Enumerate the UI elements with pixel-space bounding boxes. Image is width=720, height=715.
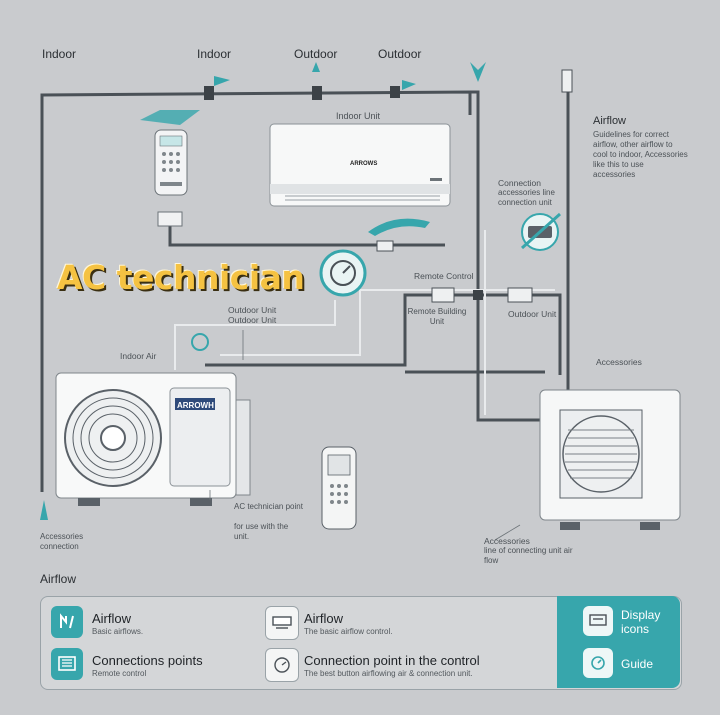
top-label-indoor-2: Indoor bbox=[197, 47, 232, 61]
fitting bbox=[204, 86, 214, 100]
airflow-right-desc: Guidelines for correct airflow, other ai… bbox=[593, 130, 688, 179]
indoor-unit-brand: ARROWS bbox=[350, 161, 378, 167]
pipes-light bbox=[174, 230, 555, 415]
wall-socket bbox=[157, 211, 183, 227]
accessories-label: Accessories bbox=[596, 357, 642, 367]
indoor-unit-label: Indoor Unit bbox=[336, 111, 381, 121]
ac-technician-point-desc: for use with the unit. bbox=[234, 522, 289, 541]
fitting bbox=[473, 290, 483, 300]
remote-bottom bbox=[321, 446, 357, 530]
diagram-title: AC technician bbox=[57, 258, 305, 297]
fitting bbox=[376, 240, 394, 252]
legend-item-airflow-title: Airflow bbox=[92, 611, 132, 626]
small-ring bbox=[191, 333, 209, 351]
airflow-legend-icon bbox=[51, 606, 83, 638]
legend-item-connection-control-title: Connection point in the control bbox=[304, 653, 480, 668]
outdoor-unit-mid-label: Outdoor Unit bbox=[508, 309, 557, 319]
legend-side-display-icons: Display icons bbox=[621, 608, 661, 636]
outdoor-unit-left bbox=[55, 372, 251, 506]
top-label-indoor-1: Indoor bbox=[42, 47, 77, 61]
outdoor-unit-right bbox=[539, 389, 681, 530]
fitting bbox=[312, 86, 322, 100]
connection-badge bbox=[520, 212, 562, 251]
guide-icon bbox=[583, 648, 613, 678]
teal-swoosh bbox=[368, 218, 430, 236]
ac-technician-point-label: AC technician point bbox=[234, 502, 303, 511]
fitting bbox=[390, 86, 400, 98]
connection-desc: accessories line connection unit bbox=[498, 188, 555, 207]
airflow-right-label: Airflow bbox=[593, 115, 627, 127]
legend-item-airflow-2-title: Airflow bbox=[304, 611, 344, 626]
legend-item-airflow-sub: Basic airflows. bbox=[92, 627, 144, 636]
top-label-outdoor-2: Outdoor bbox=[378, 47, 422, 61]
accessories-right-desc: line of connecting unit air flow bbox=[484, 546, 573, 565]
remote-control-label: Remote Control bbox=[414, 271, 474, 281]
remote-top bbox=[140, 110, 200, 196]
pipe-right-loop bbox=[470, 90, 545, 422]
pipe-mid-horizontal bbox=[205, 293, 562, 375]
legend-side-guide: Guide bbox=[621, 657, 654, 671]
fitting bbox=[431, 287, 455, 303]
remote-building-unit-label: Remote Building Unit bbox=[407, 307, 467, 326]
outdoor-unit-desc: Outdoor Unit bbox=[228, 315, 277, 325]
connection-points-legend-icon bbox=[51, 648, 83, 680]
fitting bbox=[561, 69, 573, 93]
connection-label: Connection bbox=[498, 178, 542, 188]
pipe-left-loop bbox=[40, 90, 472, 492]
indoor-unit bbox=[269, 123, 451, 207]
legend-item-connection-control-sub: The best button airflowing air & connect… bbox=[304, 669, 473, 678]
display-icon bbox=[583, 606, 613, 636]
pipes bbox=[40, 80, 570, 492]
connection-control-legend-icon bbox=[265, 648, 299, 682]
airflow-unit-legend-icon bbox=[265, 606, 299, 640]
outdoor-unit-label: Outdoor Unit bbox=[228, 305, 277, 315]
top-label-outdoor-1: Outdoor bbox=[294, 47, 338, 61]
outdoor-unit-brand: ARROWH bbox=[177, 401, 214, 410]
airflow-arrows-top bbox=[40, 62, 486, 520]
accessories-right-label: Accessories bbox=[484, 536, 530, 546]
pipe-under-indoor bbox=[168, 225, 445, 247]
legend-side-panel bbox=[557, 596, 680, 688]
legend-item-connections-sub: Remote control bbox=[92, 669, 147, 678]
indoor-air-label: Indoor Air bbox=[120, 351, 157, 361]
fitting bbox=[507, 287, 533, 303]
legend-item-airflow-2-sub: The basic airflow control. bbox=[304, 627, 393, 636]
legend-heading: Airflow bbox=[40, 572, 77, 586]
accessories-connection-left: Accessories connection bbox=[40, 532, 84, 551]
gauge-badge bbox=[319, 249, 367, 297]
legend-item-connections-title: Connections points bbox=[92, 653, 203, 668]
